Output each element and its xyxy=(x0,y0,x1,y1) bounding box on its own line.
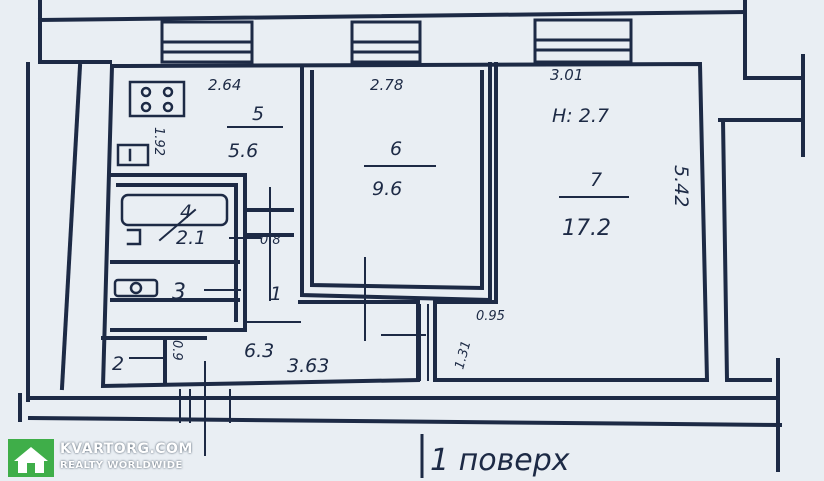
room-6-number: 6 xyxy=(390,138,402,160)
kitchen-depth-label: 1.92 xyxy=(151,127,166,156)
room7-left-wall xyxy=(433,62,498,382)
door-a-label: 1.31 xyxy=(452,339,474,371)
dimension-labels: 2.64 2.78 3.01 H: 2.7 5.42 1.92 3.63 0.8… xyxy=(151,66,692,377)
logo-site-text: KVARTORG.COM xyxy=(60,441,193,457)
room-labels: 5 5.6 6 9.6 7 17.2 4 2.1 3 1 6.3 2 xyxy=(112,103,629,375)
interior-walls xyxy=(100,61,710,389)
stove-icon xyxy=(128,80,186,118)
room6-width-label: 2.78 xyxy=(370,76,403,94)
room-4-number: 4 xyxy=(180,201,192,223)
ceiling-height-label: H: 2.7 xyxy=(552,105,609,127)
bathtub-icon xyxy=(120,193,229,246)
room-5-area: 5.6 xyxy=(228,140,258,162)
floor-label: 1 поверх xyxy=(430,443,570,478)
house-icon xyxy=(8,439,54,477)
kvartorg-logo: KVARTORG.COM REALTY WORLDWIDE xyxy=(8,439,192,477)
room-5-number: 5 xyxy=(252,103,264,125)
room-2-number: 2 xyxy=(112,353,124,375)
room6-box xyxy=(300,62,492,303)
hall-length-label: 3.63 xyxy=(287,355,329,377)
room7-depth-label: 5.42 xyxy=(670,165,692,207)
room-7-area: 17.2 xyxy=(562,216,611,241)
logo-tagline-text: REALTY WORLDWIDE xyxy=(60,460,183,471)
bath-inner xyxy=(116,183,238,322)
windows xyxy=(160,18,633,64)
bath-block xyxy=(110,173,247,332)
wc-width-label: 0.9 xyxy=(169,340,184,361)
boiler-icon xyxy=(113,278,159,298)
room-1-number: 1 xyxy=(270,283,282,305)
room7-width-label: 3.01 xyxy=(550,66,583,84)
room-6-area: 9.6 xyxy=(372,178,402,200)
top-outer-wall xyxy=(37,9,748,23)
apartment-outline xyxy=(109,61,710,382)
bottom-base xyxy=(27,415,783,428)
room6-inner xyxy=(310,70,484,291)
right-step-wall xyxy=(743,0,802,80)
kitchen-width-label: 2.64 xyxy=(208,76,241,94)
sink-icon xyxy=(116,143,150,167)
left-wing-inner xyxy=(59,63,83,391)
bath-divider xyxy=(110,260,240,302)
room-7-number: 7 xyxy=(590,169,602,191)
right-wing-inner xyxy=(720,117,772,382)
apartment-left-wall xyxy=(100,63,421,389)
detail-lines xyxy=(129,187,429,456)
outer-walls xyxy=(18,0,805,472)
room-1-area: 6.3 xyxy=(244,340,274,362)
floor-label-box: 1 поверх xyxy=(420,434,570,478)
door-b-label: 0.95 xyxy=(476,309,505,324)
room-4-area: 2.1 xyxy=(176,227,206,249)
kitchen-partition xyxy=(243,208,294,237)
room-3-number: 3 xyxy=(172,280,186,305)
bath-gap-label: 0.8 xyxy=(260,233,281,248)
wc-box xyxy=(101,336,207,386)
